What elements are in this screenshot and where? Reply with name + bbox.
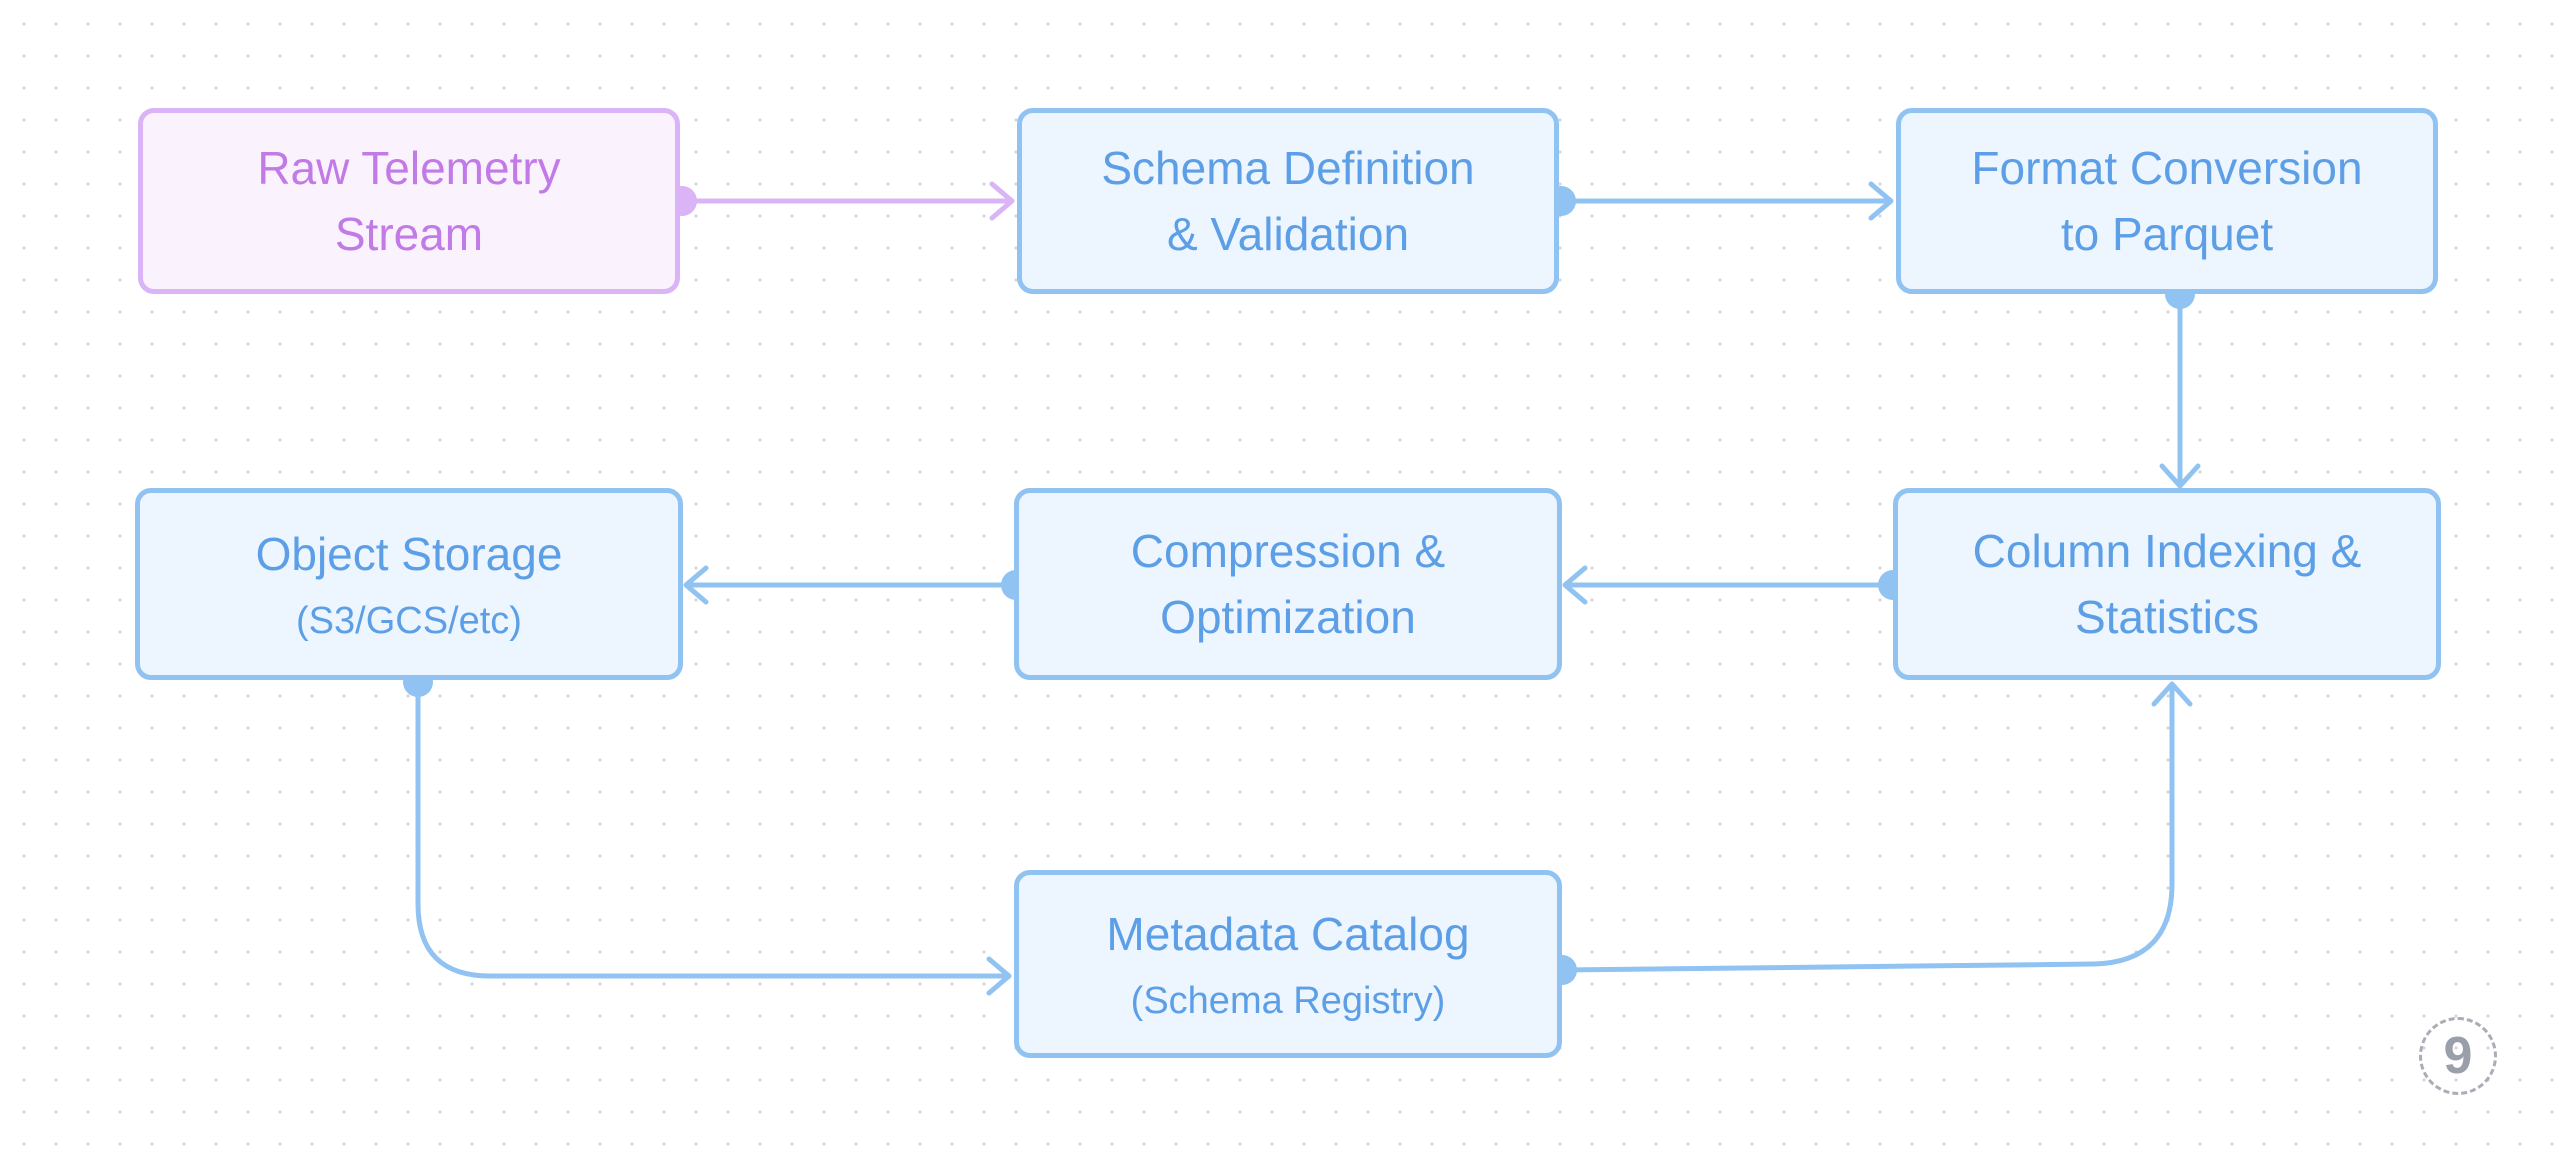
node-schema-definition[interactable]: Schema Definition & Validation bbox=[1017, 108, 1559, 294]
node-label-line2: Stream bbox=[334, 208, 484, 260]
edge-metadata-to-column bbox=[1561, 683, 2175, 973]
node-label-line2: Optimization bbox=[1160, 591, 1416, 643]
node-title: Object Storage bbox=[255, 528, 563, 580]
node-label-line1: Raw Telemetry bbox=[257, 142, 561, 194]
arrowhead-metadata-input bbox=[986, 956, 1012, 996]
edge-object-to-metadata bbox=[415, 679, 1011, 979]
node-format-conversion[interactable]: Format Conversion to Parquet bbox=[1896, 108, 2438, 294]
node-label-line2: to Parquet bbox=[2060, 208, 2274, 260]
node-compression-optimization[interactable]: Compression & Optimization bbox=[1014, 488, 1562, 680]
node-label-line2: & Validation bbox=[1166, 208, 1410, 260]
node-label-line2: Statistics bbox=[2074, 591, 2260, 643]
node-raw-telemetry-stream[interactable]: Raw Telemetry Stream bbox=[138, 108, 680, 294]
arrowhead-column-bottom-input bbox=[2151, 681, 2193, 707]
node-subtitle: (Schema Registry) bbox=[1130, 980, 1446, 1022]
node-subtitle: (S3/GCS/etc) bbox=[296, 600, 522, 642]
arrowhead-format-input bbox=[1868, 181, 1894, 221]
arrowhead-schema-input bbox=[989, 181, 1015, 221]
arrowhead-compress-input bbox=[1562, 565, 1588, 605]
node-metadata-catalog[interactable]: Metadata Catalog (Schema Registry) bbox=[1014, 870, 1562, 1058]
node-label-line1: Schema Definition bbox=[1101, 142, 1475, 194]
page-number-badge: 9 bbox=[2419, 1017, 2497, 1095]
node-label-line1: Format Conversion bbox=[1971, 142, 2363, 194]
node-object-storage[interactable]: Object Storage (S3/GCS/etc) bbox=[135, 488, 683, 680]
node-label-line1: Column Indexing & bbox=[1972, 525, 2362, 577]
arrowhead-object-input bbox=[683, 565, 709, 605]
node-label-line1: Compression & bbox=[1130, 525, 1446, 577]
node-column-indexing[interactable]: Column Indexing & Statistics bbox=[1893, 488, 2441, 680]
arrowhead-column-top-input bbox=[2159, 463, 2201, 489]
node-title: Metadata Catalog bbox=[1106, 908, 1470, 960]
